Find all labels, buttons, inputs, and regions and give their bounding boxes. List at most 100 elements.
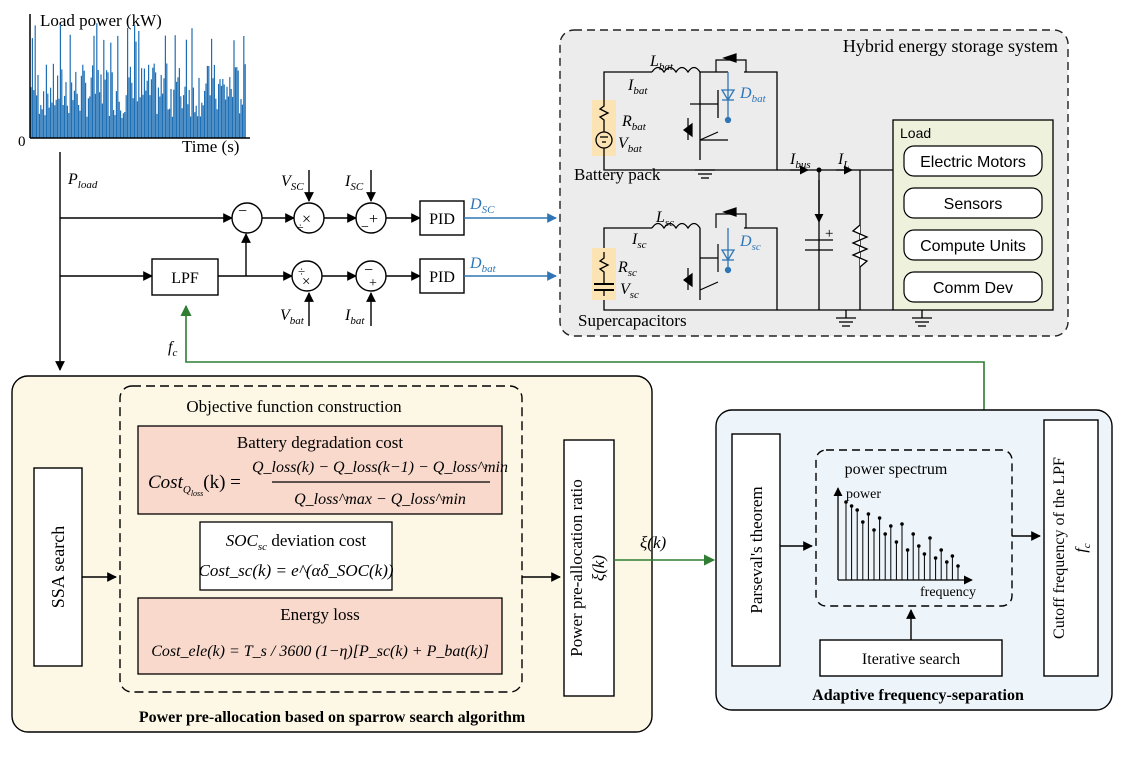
spectrum-box [815,449,1013,607]
spectrum-stem-head [883,532,887,536]
load-item-label: Compute Units [920,238,1026,255]
duty-cycle-arrows [464,213,557,281]
i-sc-label: ISC [344,173,364,193]
spectrum-xlabel: frequency [920,585,976,600]
svg-text:Dsc: Dsc [739,233,761,253]
objective-function-box [119,385,523,693]
supercapacitors-label: Supercapacitors [578,311,687,330]
spectrum-stem-head [945,560,949,564]
spectrum-stem-head [911,532,915,536]
parseval-box [731,433,781,667]
load-item-box [903,271,1043,303]
load-chart-xlabel: Time (s) [182,137,239,156]
battery-degradation-cost-box: Battery degradation cost CostQloss(k) = … [137,425,508,515]
spectrum-stem-head [950,554,955,558]
sum-junction-bat: − + [355,260,387,292]
multiplier-sc: × ÷ [293,202,325,234]
spectrum-stem-head [928,536,932,540]
spectrum-stem-head [872,528,876,532]
spectrum-stem-head [855,508,859,512]
battery-pack-label: Battery pack [574,165,661,184]
svg-text:Energy loss: Energy loss [280,605,360,624]
fc-label: fc [168,339,177,359]
ssa-panel: Power pre-allocation based on sparrow se… [11,375,653,733]
xi-label: ξ(k) [640,533,666,552]
spectrum-stem-head [939,548,943,552]
load-item-label: Comm Dev [933,280,1013,297]
ratio-symbol: ξ(k) [589,555,608,581]
lpf-block: LPF [151,258,219,296]
svg-text:Rsc: Rsc [617,259,637,279]
soc-formula: Cost_sc(k) = e^(αδ_SOC(k)) [198,561,393,580]
spectrum-ylabel: power [846,487,881,502]
svg-text:Vbat: Vbat [618,135,643,155]
load-title: Load [900,125,931,141]
load-item-box [903,229,1043,261]
load-power-series [30,23,246,138]
load-chart-ylabel: Load power (kW) [40,11,162,30]
afs-panel-title: Adaptive frequency-separation [812,687,1024,704]
spectrum-stem-head [894,540,899,544]
d-sc-label: DSC [469,196,495,216]
svg-text:Lbat: Lbat [649,53,674,73]
load-item-box [903,187,1043,219]
spectrum-stem-head [866,512,871,516]
i-bat-label: Ibat [344,307,365,327]
parseval-label: Parseval's theorem [747,486,766,613]
svg-text:Ibat: Ibat [627,77,648,97]
spectrum-stem-head [905,548,910,552]
svg-text:PID: PID [429,269,455,286]
load-chart-origin: 0 [18,134,26,150]
svg-text:LPF: LPF [171,270,199,287]
spectrum-stem-head [849,504,854,508]
svg-text:×: × [302,274,310,290]
spectrum-stem-head [933,556,938,560]
converter-bat-switches [683,53,747,141]
iterative-search-label: Iterative search [862,651,960,668]
spectrum-title: power spectrum [845,461,948,478]
converter-sc-diode [720,228,736,274]
sum-junction-1: − [231,202,263,234]
spectrum-stem-head [877,516,882,520]
load-item-label: Electric Motors [920,154,1026,171]
svg-text:−: − [361,220,369,235]
svg-text:Vsc: Vsc [620,281,639,301]
spectrum-stem-head [917,544,921,548]
ssa-panel-title: Power pre-allocation based on sparrow se… [139,709,526,726]
v-bat-label: Vbat [280,307,305,327]
ratio-box [563,439,615,697]
hess-labels: Lbat Ibat Rbat Vbat Dbat Lsc Isc Rsc Vsc… [617,53,849,301]
pid-bat-block: PID [419,258,465,294]
svg-text:÷: ÷ [297,220,304,234]
spectrum-stem-head [889,524,893,528]
soc-title: SOCsc deviation cost [226,531,367,553]
capacitor-plus: + [825,226,833,242]
spectrum-stem-head [861,520,865,524]
battery-cost-denominator: Q_loss^max − Q_loss^min [294,491,466,508]
svg-text:Lsc: Lsc [655,209,674,229]
svg-text:Isc: Isc [631,231,647,251]
soc-deviation-cost-box: SOCsc deviation cost Cost_sc(k) = e^(αδ_… [198,521,394,591]
cutoff-label: Cutoff frequency of the LPF [1051,457,1068,639]
hess-title: Hybrid energy storage system [843,36,1058,56]
hess-panel: Hybrid energy storage system [559,29,1069,337]
cutoff-symbol: fc [1073,543,1093,552]
bus-node [816,167,822,173]
energy-loss-box: Energy loss Cost_ele(k) = T_s / 3600 (1−… [137,597,503,675]
svg-text:−: − [238,203,247,220]
control-wiring [55,152,421,371]
spectrum-stem-head [844,500,848,504]
svg-text:×: × [302,211,311,228]
v-sc-label: VSC [281,173,304,193]
control-signal-labels: Pload VSC ISC Vbat Ibat DSC Dbat fc [67,171,497,359]
energy-loss-formula: Cost_ele(k) = T_s / 3600 (1−η)[P_sc(k) +… [151,643,489,660]
sum-junction-sc: + − [355,202,387,235]
spectrum-stem-head [922,552,927,556]
objective-title: Objective function construction [186,397,402,416]
battery-icon [595,100,613,156]
svg-text:PID: PID [429,211,455,228]
svg-text:−: − [364,262,373,279]
